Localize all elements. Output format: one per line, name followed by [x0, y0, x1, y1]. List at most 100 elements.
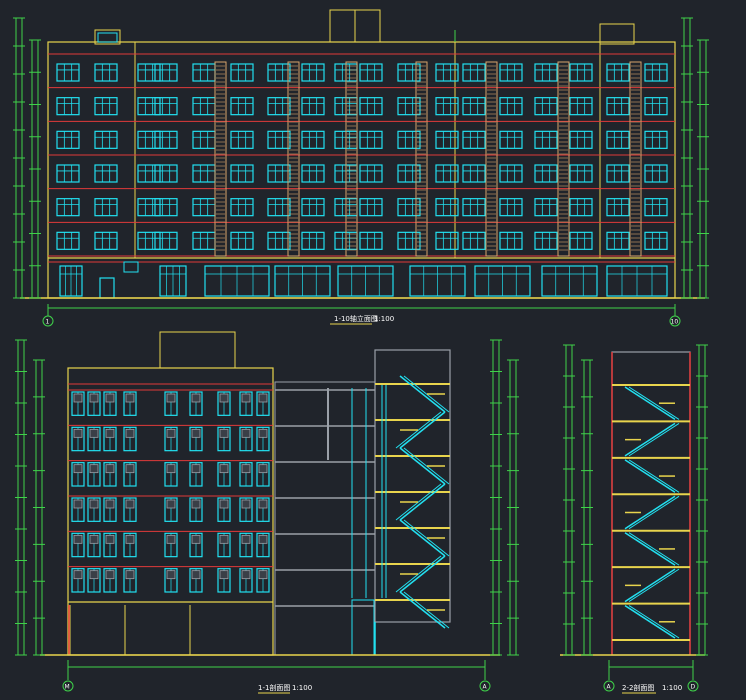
window-shade [166, 428, 176, 438]
window [87, 462, 101, 487]
window [230, 231, 254, 250]
stair-stringer [628, 386, 680, 420]
stair-stringer [628, 568, 680, 602]
window [256, 462, 270, 487]
stair-section-scale-text: 1:100 [662, 684, 682, 692]
window [189, 426, 203, 452]
window [644, 97, 668, 116]
window-shade [258, 464, 268, 474]
balcony-strip [557, 61, 570, 257]
stair-flight [624, 568, 680, 603]
window-frame [154, 130, 178, 149]
window [606, 231, 630, 250]
window [435, 231, 459, 250]
window-shade [166, 393, 176, 403]
stair-stringer [624, 386, 676, 421]
window-frame [462, 130, 486, 149]
window-frame [267, 198, 291, 217]
window [359, 130, 383, 149]
window [71, 568, 85, 593]
window [87, 568, 101, 593]
window-shade [258, 499, 268, 509]
window [103, 568, 117, 593]
window [569, 198, 593, 217]
window [239, 462, 253, 487]
stair-stringer [624, 604, 676, 639]
window [606, 164, 630, 183]
window [164, 497, 178, 522]
window [137, 198, 161, 217]
window-frame [56, 130, 80, 149]
window-frame [644, 164, 668, 183]
window-shade [241, 534, 251, 544]
window [123, 391, 137, 416]
front-elevation-title: 1-10轴立面图 1:100 [330, 314, 394, 325]
window-shade [191, 499, 201, 509]
window-frame [301, 198, 325, 217]
window-shade [241, 499, 251, 509]
stair-stringer [624, 568, 676, 603]
window [164, 462, 178, 487]
window-shade [73, 428, 83, 438]
window-frame [644, 231, 668, 250]
window [359, 97, 383, 116]
window-frame [606, 198, 630, 217]
window [103, 497, 117, 522]
window-shade [89, 464, 99, 474]
window-frame [137, 130, 161, 149]
window-frame [499, 97, 523, 116]
window-frame [569, 97, 593, 116]
stair-section-title-text: 2-2剖面图 [622, 683, 654, 692]
window-frame [534, 130, 558, 149]
window-frame [301, 63, 325, 82]
window [534, 63, 558, 82]
window-frame [137, 63, 161, 82]
window-frame [397, 164, 421, 183]
window-shade [125, 464, 135, 474]
window [87, 426, 101, 452]
window-frame [267, 231, 291, 250]
window [435, 164, 459, 183]
roof-tower-window [97, 32, 118, 43]
window-shade [73, 499, 83, 509]
stair-stringer [395, 411, 442, 449]
window-shade [258, 393, 268, 403]
window-frame [137, 198, 161, 217]
window-shade [219, 464, 229, 474]
window [189, 391, 203, 416]
window [192, 63, 216, 82]
window-shade [241, 570, 251, 580]
balcony-strip [629, 61, 642, 257]
window [154, 97, 178, 116]
window [534, 97, 558, 116]
window-frame [435, 97, 459, 116]
window-shade [125, 570, 135, 580]
window-shade [219, 499, 229, 509]
stair-stringer [403, 375, 450, 413]
window [569, 164, 593, 183]
left-floor-dimensions [29, 39, 41, 299]
window-frame [230, 231, 254, 250]
balcony-strip [485, 61, 498, 257]
window [499, 198, 523, 217]
window-frame [94, 164, 118, 183]
balcony-frame [214, 61, 227, 257]
window [71, 391, 85, 416]
left-floor-dimensions [581, 359, 593, 656]
window-shade [89, 570, 99, 580]
front-elevation-title-text: 1-10轴立面图 [334, 314, 378, 323]
window [56, 97, 80, 116]
window-frame [267, 63, 291, 82]
window-frame [435, 231, 459, 250]
window [217, 532, 231, 558]
window-frame [534, 198, 558, 217]
window [534, 231, 558, 250]
balcony-frame [345, 61, 358, 257]
window-frame [462, 97, 486, 116]
window-frame [569, 231, 593, 250]
axis-bubble-stair-right: D [687, 680, 699, 692]
balcony-strip [415, 61, 428, 257]
window-frame [534, 97, 558, 116]
stair-stringer [399, 483, 446, 521]
stair-stringer [399, 375, 446, 413]
